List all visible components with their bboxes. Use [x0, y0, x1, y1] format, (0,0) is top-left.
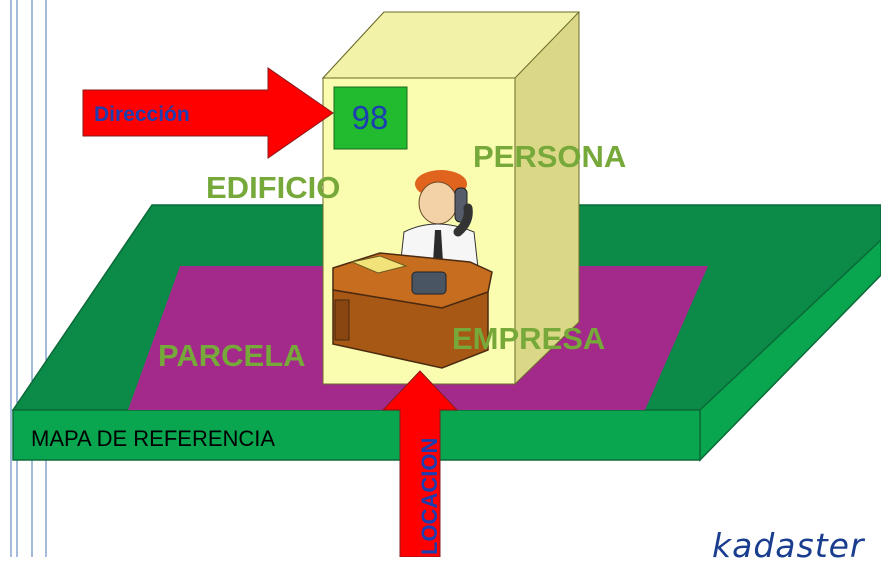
location-label: LOCACION: [417, 438, 442, 555]
location-arrow: [381, 370, 459, 557]
person-on-phone-at-desk-icon: [332, 170, 493, 369]
kadaster-logo: kadaster: [712, 526, 865, 565]
address-arrow: [82, 67, 334, 159]
person-label: PERSONA: [473, 139, 626, 174]
left-border-lines: [10, 0, 47, 557]
company-label: EMPRESA: [452, 321, 605, 356]
address-label: Dirección: [94, 103, 190, 126]
parcel-label: PARCELA: [158, 338, 306, 373]
reference-map-label: MAPA DE REFERENCIA: [31, 426, 275, 451]
house-number-label: 98: [352, 99, 389, 136]
building-label: EDIFICIO: [206, 170, 340, 205]
house-number-box: [333, 86, 408, 150]
